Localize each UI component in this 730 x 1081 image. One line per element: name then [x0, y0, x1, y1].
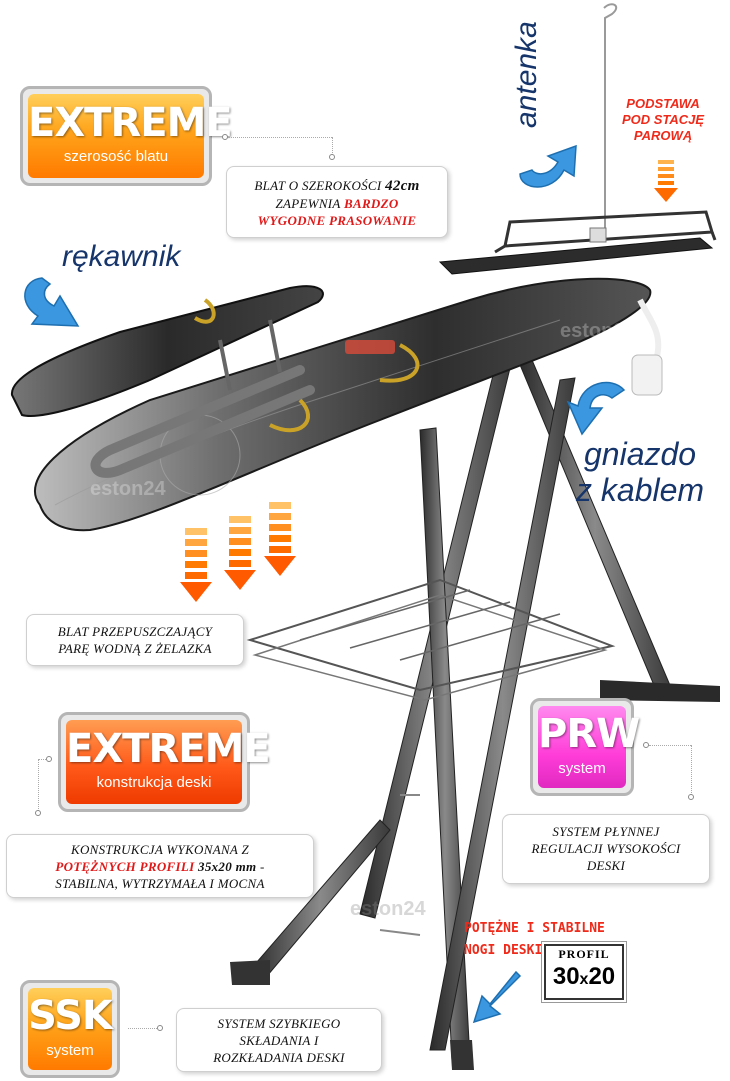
badge-subtitle: szerosość blatu [63, 148, 169, 165]
z-kablem-label: z kablem [576, 472, 705, 508]
callout-text: SYSTEM PŁYNNEJ [552, 824, 660, 839]
station-label-line: PODSTAWA [626, 96, 700, 111]
width-callout: BLAT O SZEROKOŚCI 42cm ZAPEWNIA BARDZO W… [226, 166, 448, 238]
connector-line [38, 759, 46, 760]
connector-dot [643, 742, 649, 748]
watermark: eston24 [560, 320, 636, 342]
connector-dot [222, 134, 228, 140]
callout-text: PARĘ WODNĄ Z ŻELAZKA [58, 641, 212, 656]
badge-title: PRW [538, 711, 640, 757]
callout-text: REGULACJI WYSOKOŚCI [531, 841, 681, 856]
extreme-width-badge: EXTREME szerosość blatu [20, 86, 233, 186]
callout-text: BLAT PRZEPUSZCZAJĄCY [57, 624, 213, 639]
connector-dot [157, 1025, 163, 1031]
orange-arrow-steam-3-icon [264, 502, 296, 576]
profil-title: PROFIL [558, 947, 610, 961]
blue-arrow-socket-icon [566, 381, 626, 436]
blue-arrow-sleeve-icon [24, 277, 80, 327]
callout-highlight: 35x20 mm [194, 859, 257, 874]
connector-dot [329, 154, 335, 160]
profil-box: PROFIL 30x20 [544, 944, 624, 1000]
steam-callout: BLAT PRZEPUSZCZAJĄCY PARĘ WODNĄ Z ŻELAZK… [26, 614, 244, 666]
callout-text: BLAT O SZEROKOŚCI [254, 178, 386, 193]
callout-text: SYSTEM SZYBKIEGO [217, 1016, 341, 1031]
callout-text: DESKI [586, 858, 626, 873]
callout-highlight: BARDZO [344, 196, 399, 211]
profil-value: 30 [552, 963, 580, 990]
connector-line [332, 137, 333, 157]
orange-arrow-steam-1-icon [180, 528, 212, 602]
legs-label-line: POTĘŻNE I STABILNE [464, 921, 605, 936]
badge-title: EXTREME [28, 100, 233, 146]
station-label-line: POD STACJĘ [621, 112, 705, 127]
legs-label-line: NOGI DESKI [464, 943, 543, 958]
profil-value: x [579, 971, 589, 988]
orange-arrow-steam-2-icon [224, 516, 256, 590]
connector-dot [46, 756, 52, 762]
badge-subtitle: system [46, 1042, 94, 1059]
ssk-badge: SSK system [20, 980, 120, 1078]
badge-subtitle: system [558, 760, 606, 777]
callout-text: - [256, 859, 265, 874]
callout-highlight: WYGODNE PRASOWANIE [257, 213, 417, 228]
connector-dot [688, 794, 694, 800]
watermark: eston24 [350, 898, 426, 920]
callout-text: ROZKŁADANIA DESKI [213, 1050, 345, 1065]
gniazdo-label: gniazdo [584, 436, 697, 472]
extreme-construction-badge: EXTREME konstrukcja deski [58, 712, 271, 812]
blue-arrow-antenna-icon [519, 144, 577, 188]
legs-label: POTĘŻNE I STABILNE NOGI DESKI [464, 918, 605, 962]
connector-line [649, 745, 691, 746]
blue-arrow-legs-icon [472, 970, 522, 1024]
ssk-callout: SYSTEM SZYBKIEGO SKŁADANIA I ROZKŁADANIA… [176, 1008, 382, 1072]
construction-callout: KONSTRUKCJA WYKONANA Z POTĘŻNYCH PROFILI… [6, 834, 314, 898]
station-label: PODSTAWA POD STACJĘ PAROWĄ [600, 96, 726, 144]
badge-title: SSK [28, 993, 113, 1039]
callout-highlight: POTĘŻNYCH PROFILI [55, 859, 195, 874]
connector-dot [35, 810, 41, 816]
rekawnik-label: rękawnik [62, 240, 181, 273]
callout-text: ZAPEWNIA [275, 196, 344, 211]
connector-line [228, 137, 332, 138]
connector-line [38, 759, 39, 813]
badge-subtitle: konstrukcja deski [96, 774, 212, 791]
antenka-label: antenka [510, 21, 543, 128]
callout-highlight: 42cm [385, 178, 420, 194]
connector-line [128, 1028, 157, 1029]
orange-arrow-station-icon [654, 160, 678, 202]
prw-badge: PRW system [530, 698, 640, 796]
station-label-line: PAROWĄ [633, 128, 693, 143]
callout-text: KONSTRUKCJA WYKONANA Z [70, 842, 250, 857]
badge-title: EXTREME [66, 726, 271, 772]
callout-text: SKŁADANIA I [239, 1033, 319, 1048]
callout-text: STABILNA, WYTRZYMAŁA I MOCNA [55, 876, 265, 891]
watermark: eston24 [90, 478, 166, 500]
connector-line [691, 745, 692, 797]
prw-callout: SYSTEM PŁYNNEJ REGULACJI WYSOKOŚCI DESKI [502, 814, 710, 884]
profil-value: 20 [588, 963, 616, 990]
